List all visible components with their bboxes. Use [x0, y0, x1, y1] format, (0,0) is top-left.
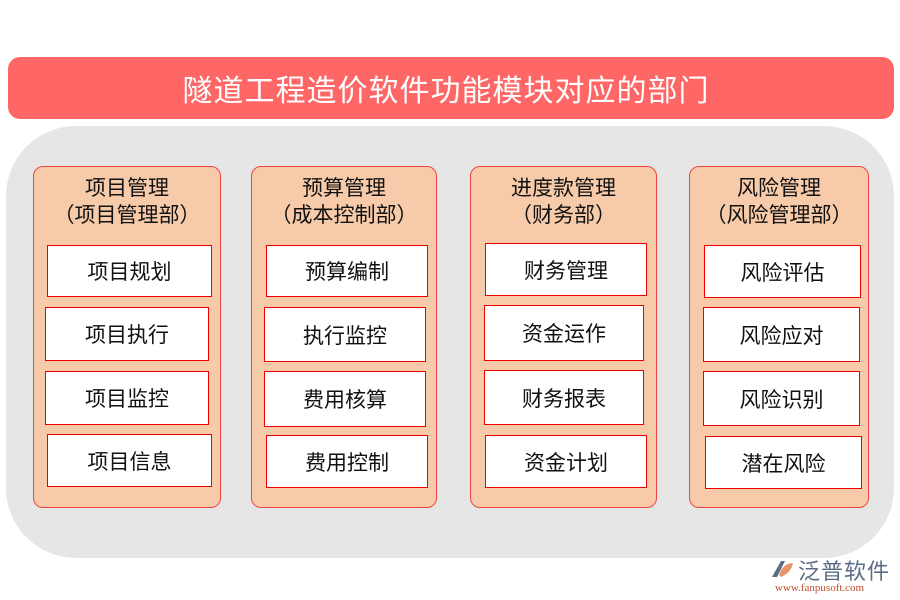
- column-header: 项目管理 （项目管理部）: [34, 175, 220, 229]
- module-box: 项目规划: [47, 245, 212, 297]
- column-department: （成本控制部）: [270, 203, 418, 227]
- column-progress-payment-management: 进度款管理 （财务部） 财务管理 资金运作 财务报表 资金计划: [470, 166, 657, 508]
- brand-logo: 泛普软件 www.fanpusoft.com: [765, 553, 895, 597]
- module-box: 项目执行: [45, 307, 209, 361]
- module-box: 资金计划: [485, 435, 647, 488]
- page-title: 隧道工程造价软件功能模块对应的部门: [182, 74, 710, 109]
- column-header: 预算管理 （成本控制部）: [252, 175, 436, 229]
- column-department: （财务部）: [511, 203, 616, 227]
- column-risk-management: 风险管理 （风险管理部） 风险评估 风险应对 风险识别 潜在风险: [689, 166, 869, 508]
- logo-name: 泛普软件: [798, 560, 891, 585]
- title-banner: 隧道工程造价软件功能模块对应的部门: [8, 57, 894, 119]
- fanpu-logo-icon: [772, 561, 793, 577]
- module-box: 资金运作: [484, 305, 644, 361]
- logo-url: www.fanpusoft.com: [775, 582, 865, 594]
- module-box: 项目监控: [45, 371, 209, 425]
- column-project-management: 项目管理 （项目管理部） 项目规划 项目执行 项目监控 项目信息: [33, 166, 221, 508]
- module-box: 风险评估: [704, 245, 861, 298]
- module-box: 风险应对: [703, 307, 860, 362]
- module-box: 预算编制: [266, 245, 428, 297]
- module-box: 执行监控: [264, 307, 426, 362]
- column-title: 进度款管理: [511, 176, 616, 200]
- column-header: 风险管理 （风险管理部）: [690, 175, 868, 229]
- module-box: 财务报表: [484, 370, 644, 425]
- module-box: 费用核算: [264, 371, 426, 427]
- column-title: 风险管理: [737, 176, 821, 200]
- column-title: 预算管理: [302, 176, 386, 200]
- module-box: 费用控制: [266, 435, 428, 488]
- module-box: 财务管理: [485, 243, 647, 296]
- column-title: 项目管理: [85, 176, 169, 200]
- column-department: （风险管理部）: [705, 203, 853, 227]
- module-box: 潜在风险: [705, 436, 862, 489]
- column-department: （项目管理部）: [53, 203, 201, 227]
- column-header: 进度款管理 （财务部）: [471, 175, 656, 229]
- module-box: 项目信息: [47, 434, 212, 487]
- column-budget-management: 预算管理 （成本控制部） 预算编制 执行监控 费用核算 费用控制: [251, 166, 437, 508]
- module-box: 风险识别: [703, 371, 860, 426]
